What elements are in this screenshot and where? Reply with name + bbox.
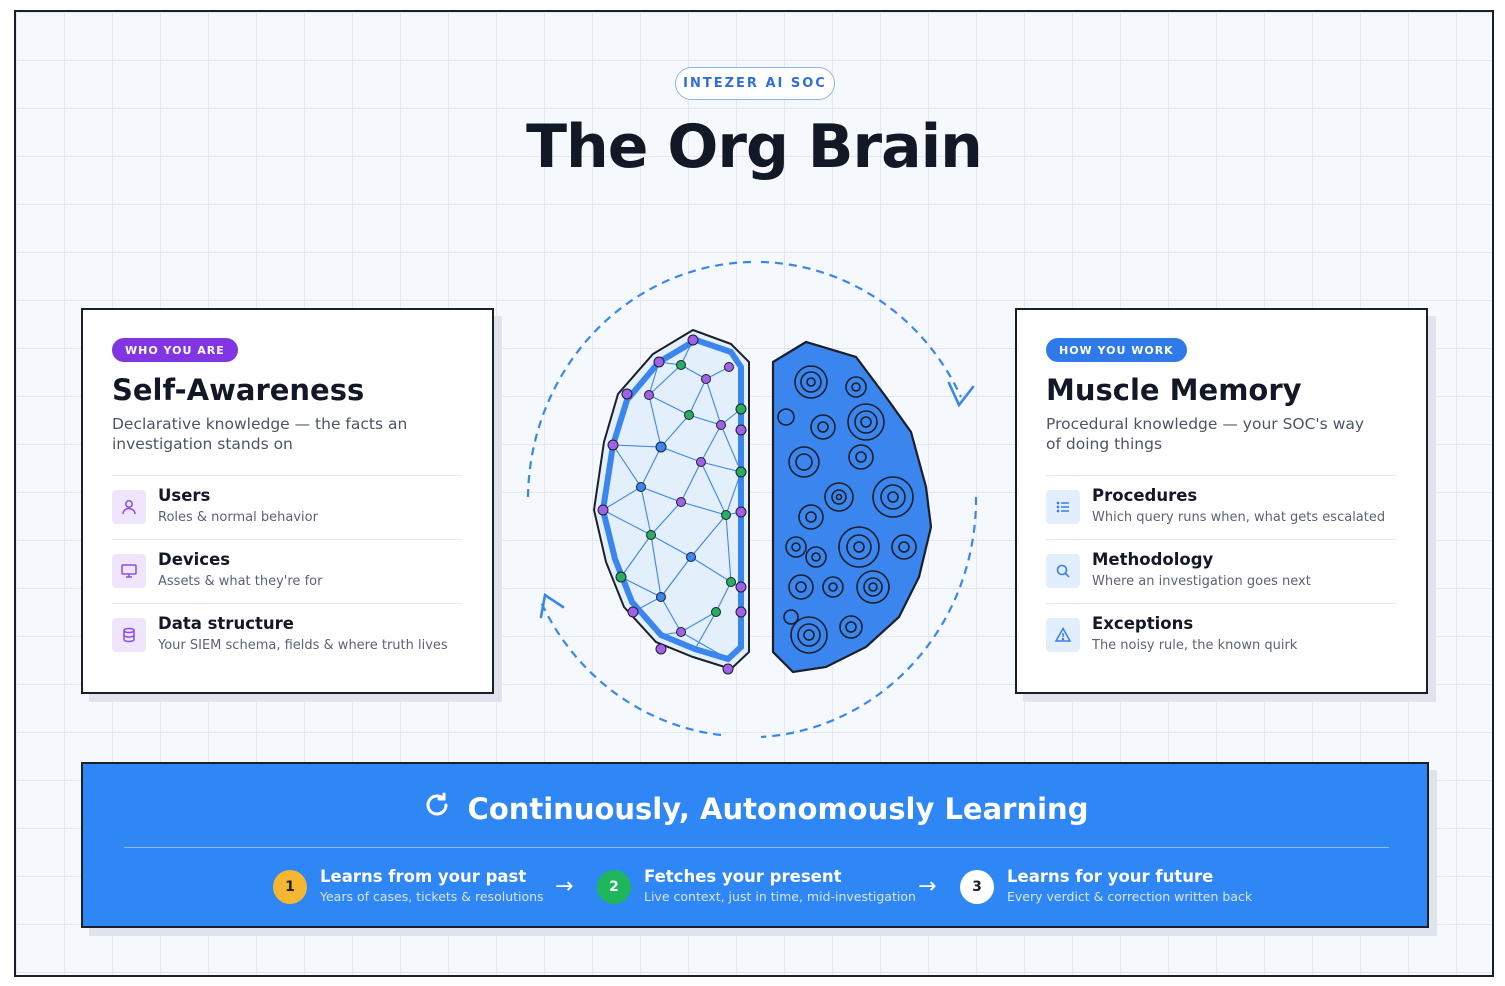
arrow-right-icon: → xyxy=(555,874,574,899)
divider xyxy=(124,847,1389,848)
gears xyxy=(777,365,917,654)
cycle-ring xyxy=(526,260,978,739)
self-awareness-card: WHO YOU ARE Self-Awareness Declarative k… xyxy=(81,308,494,694)
divider xyxy=(1046,539,1396,540)
item-name: Exceptions xyxy=(1092,614,1194,633)
step-title: Fetches your present xyxy=(644,867,842,886)
step-title: Learns for your future xyxy=(1007,867,1214,886)
how-you-work-badge: HOW YOU WORK xyxy=(1046,338,1187,362)
step-title: Learns from your past xyxy=(320,867,527,886)
left-hemisphere xyxy=(592,328,750,671)
divider xyxy=(1046,603,1396,604)
item-name: Procedures xyxy=(1092,486,1198,505)
monitor-icon xyxy=(112,554,146,588)
divider xyxy=(112,539,462,540)
item-name: Devices xyxy=(158,550,231,569)
eyebrow-pill: INTEZER AI SOC xyxy=(675,67,835,100)
step-number: 3 xyxy=(960,870,994,904)
database-icon xyxy=(112,618,146,652)
list-item-procedures: Procedures Which query runs when, what g… xyxy=(1046,486,1406,534)
step-desc: Years of cases, tickets & resolutions xyxy=(320,889,544,904)
muscle-memory-card: HOW YOU WORK Muscle Memory Procedural kn… xyxy=(1015,308,1428,694)
item-name: Users xyxy=(158,486,211,505)
who-you-are-badge: WHO YOU ARE xyxy=(112,338,238,362)
card-title: Muscle Memory xyxy=(1046,373,1302,407)
list-item-exceptions: Exceptions The noisy rule, the known qui… xyxy=(1046,614,1406,662)
card-subtitle: Procedural knowledge — your SOC's way of… xyxy=(1046,415,1365,453)
item-desc: Assets & what they're for xyxy=(158,574,323,589)
divider xyxy=(1046,475,1396,476)
warning-icon xyxy=(1046,618,1080,652)
diagram-frame: INTEZER AI SOC The Org Brain WHO YOU ARE… xyxy=(14,10,1494,977)
refresh-icon xyxy=(422,790,452,827)
item-desc: Which query runs when, what gets escalat… xyxy=(1092,510,1386,525)
step-desc: Every verdict & correction written back xyxy=(1007,889,1253,904)
neural-nodes xyxy=(597,334,747,675)
item-desc: Where an investigation goes next xyxy=(1092,574,1311,589)
step-number: 2 xyxy=(597,870,631,904)
divider xyxy=(112,603,462,604)
card-title: Self-Awareness xyxy=(112,373,365,407)
item-desc: Roles & normal behavior xyxy=(158,510,318,525)
item-name: Methodology xyxy=(1092,550,1214,569)
list-item-users: Users Roles & normal behavior xyxy=(112,486,472,534)
item-name: Data structure xyxy=(158,614,294,633)
list-item-devices: Devices Assets & what they're for xyxy=(112,550,472,598)
item-desc: Your SIEM schema, fields & where truth l… xyxy=(158,638,448,653)
page-title: The Org Brain xyxy=(526,112,983,182)
learning-banner: Continuously, Autonomously Learning 1 Le… xyxy=(81,762,1429,928)
brain-illustration xyxy=(521,257,991,747)
step-number: 1 xyxy=(273,870,307,904)
arrow-right-icon: → xyxy=(918,874,937,899)
list-item-data-structure: Data structure Your SIEM schema, fields … xyxy=(112,614,472,662)
banner-title: Continuously, Autonomously Learning xyxy=(83,790,1427,827)
banner-title-text: Continuously, Autonomously Learning xyxy=(467,791,1089,826)
list-item-methodology: Methodology Where an investigation goes … xyxy=(1046,550,1406,598)
item-desc: The noisy rule, the known quirk xyxy=(1092,638,1298,653)
list-icon xyxy=(1046,490,1080,524)
search-icon xyxy=(1046,554,1080,588)
card-subtitle: Declarative knowledge — the facts an inv… xyxy=(112,415,408,453)
divider xyxy=(112,475,462,476)
step-desc: Live context, just in time, mid-investig… xyxy=(644,889,916,904)
cycle-arrowhead-icon xyxy=(539,381,975,619)
user-icon xyxy=(112,490,146,524)
